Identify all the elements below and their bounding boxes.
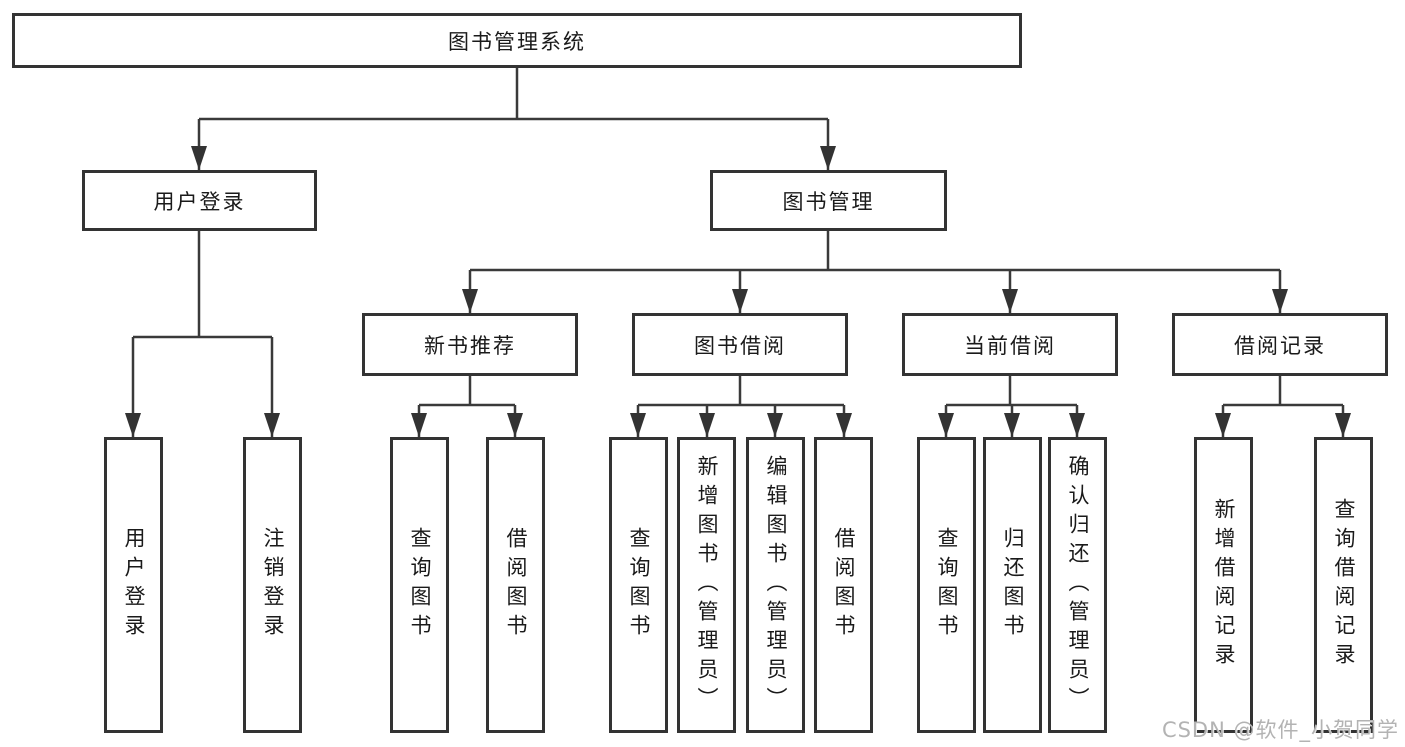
node-label: 图书借阅: [694, 333, 786, 358]
leaf-return-books: 归还图书: [983, 437, 1042, 733]
leaf-label: 归还图书: [1001, 527, 1025, 643]
leaf-label: 借阅图书: [832, 527, 856, 643]
leaf-label: 用户登录: [122, 527, 146, 643]
leaf-label: 查询图书: [935, 527, 959, 643]
tree-edges: [131, 68, 1345, 437]
leaf-query-books-recommend: 查询图书: [390, 437, 449, 733]
leaf-add-borrow-record: 新增借阅记录: [1194, 437, 1253, 733]
leaf-edit-books-admin: 编辑图书（管理员）: [746, 437, 805, 733]
node-label: 用户登录: [153, 189, 246, 214]
leaf-label: 借阅图书: [504, 527, 528, 643]
node-label: 新书推荐: [424, 333, 516, 358]
leaf-label: 查询图书: [627, 527, 651, 643]
node-book-management: 图书管理: [710, 170, 947, 231]
leaf-label: 编辑图书（管理员）: [764, 454, 788, 716]
leaf-user-login: 用户登录: [104, 437, 163, 733]
node-label: 图书管理系统: [448, 29, 586, 54]
leaf-confirm-return-admin: 确认归还（管理员）: [1048, 437, 1107, 733]
leaf-add-books-admin: 新增图书（管理员）: [677, 437, 736, 733]
node-library-management-system: 图书管理系统: [12, 13, 1022, 68]
node-user-login: 用户登录: [82, 170, 317, 231]
leaf-label: 新增借阅记录: [1212, 498, 1236, 672]
node-label: 图书管理: [782, 189, 875, 214]
leaf-label: 注销登录: [261, 527, 285, 643]
leaf-label: 查询借阅记录: [1332, 498, 1356, 672]
node-label: 当前借阅: [964, 333, 1056, 358]
node-new-book-recommend: 新书推荐: [362, 313, 578, 376]
leaf-label: 确认归还（管理员）: [1066, 454, 1090, 716]
leaf-query-borrow-record: 查询借阅记录: [1314, 437, 1373, 733]
node-borrowing-records: 借阅记录: [1172, 313, 1388, 376]
node-current-borrowing: 当前借阅: [902, 313, 1118, 376]
leaf-query-books-borrow: 查询图书: [609, 437, 668, 733]
node-book-borrowing: 图书借阅: [632, 313, 848, 376]
leaf-logout: 注销登录: [243, 437, 302, 733]
node-label: 借阅记录: [1234, 333, 1326, 358]
leaf-label: 查询图书: [408, 527, 432, 643]
csdn-watermark: CSDN @软件_小贺同学: [1161, 718, 1399, 742]
leaf-borrow-books-recommend: 借阅图书: [486, 437, 545, 733]
leaf-label: 新增图书（管理员）: [695, 454, 719, 716]
leaf-borrow-books: 借阅图书: [814, 437, 873, 733]
leaf-query-books-current: 查询图书: [917, 437, 976, 733]
